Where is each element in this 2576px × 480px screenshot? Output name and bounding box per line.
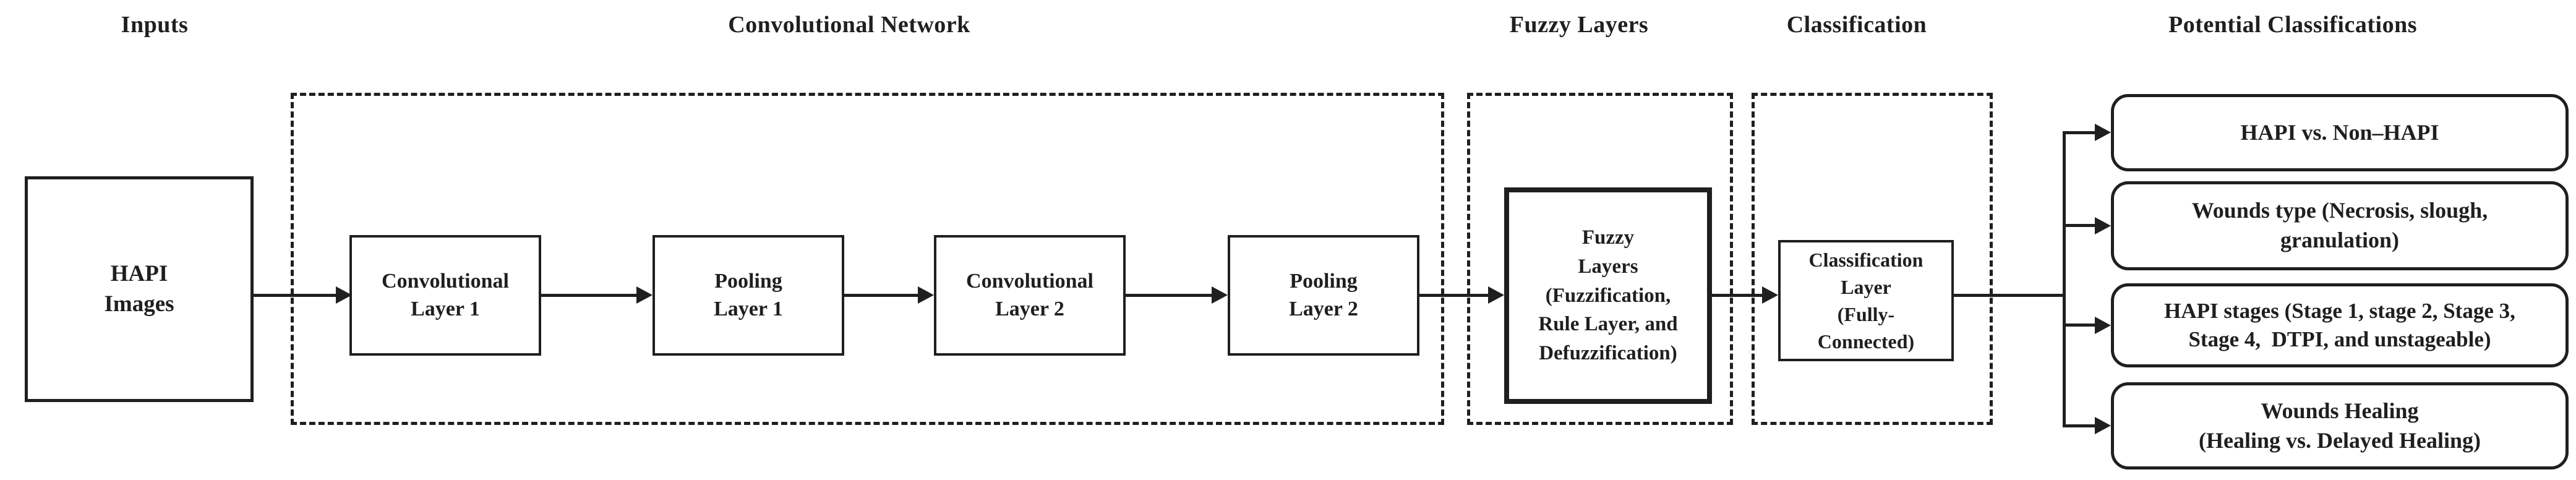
arrow-line-to-wounds-type (2063, 224, 2095, 227)
arrow-head-to-hapi-stages (2095, 317, 2111, 334)
output-box-hapi-stages: HAPI stages (Stage 1, stage 2, Stage 3, … (2111, 283, 2569, 367)
arrow-head-pool2-to-fuzzy (1488, 286, 1504, 304)
section-label-fuzzy-layers: Fuzzy Layers (1509, 12, 1649, 38)
classification-group (1752, 93, 1993, 425)
section-label-inputs: Inputs (121, 12, 189, 38)
classification-layer-node: Classification Layer (Fully- Connected) (1778, 240, 1954, 361)
branch-trunk-line (1954, 294, 2066, 297)
pooling-layer-1-node: Pooling Layer 1 (653, 235, 844, 356)
output-box-wounds-healing: Wounds Healing (Healing vs. Delayed Heal… (2111, 382, 2569, 469)
arrow-line-to-hapi-vs-nonhapi (2063, 131, 2095, 134)
arrow-line-pool2-to-fuzzy (1419, 294, 1488, 297)
convolutional-network-group (291, 93, 1444, 425)
fuzzy-layers-node: Fuzzy Layers (Fuzzification, Rule Layer,… (1504, 187, 1712, 404)
arrow-line-to-hapi-stages (2063, 324, 2095, 327)
fuzzy-layers-group (1467, 93, 1733, 425)
arrow-head-hapi-to-conv1 (336, 286, 352, 304)
arrow-line-fuzzy-to-classification (1712, 294, 1762, 297)
arrow-head-to-wounds-type (2095, 217, 2111, 234)
arrow-line-hapi-to-conv1 (254, 294, 336, 297)
conv-layer-2-node: Convolutional Layer 2 (934, 235, 1126, 356)
branch-vertical-line (2063, 131, 2066, 427)
arrow-head-conv1-to-pool1 (636, 286, 653, 304)
conv-layer-1-node: Convolutional Layer 1 (349, 235, 541, 356)
arrow-line-conv2-to-pool2 (1126, 294, 1212, 297)
arrow-head-to-wounds-healing (2095, 417, 2111, 434)
arrow-line-to-wounds-healing (2063, 424, 2095, 427)
arrow-head-pool1-to-conv2 (918, 286, 934, 304)
arrow-line-conv1-to-pool1 (541, 294, 636, 297)
output-box-hapi-vs-nonhapi: HAPI vs. Non–HAPI (2111, 94, 2569, 171)
arrow-line-pool1-to-conv2 (844, 294, 918, 297)
hapi-images-node: HAPI Images (25, 176, 254, 402)
section-label-classification: Classification (1786, 12, 1927, 38)
arrow-head-to-hapi-vs-nonhapi (2095, 124, 2111, 141)
section-label-potential-classifications: Potential Classifications (2168, 12, 2417, 38)
output-box-wounds-type: Wounds type (Necrosis, slough, granulati… (2111, 181, 2569, 270)
section-label-convolutional-network: Convolutional Network (728, 12, 970, 38)
arrow-head-fuzzy-to-classification (1762, 286, 1778, 304)
pooling-layer-2-node: Pooling Layer 2 (1228, 235, 1419, 356)
arrow-head-conv2-to-pool2 (1212, 286, 1228, 304)
